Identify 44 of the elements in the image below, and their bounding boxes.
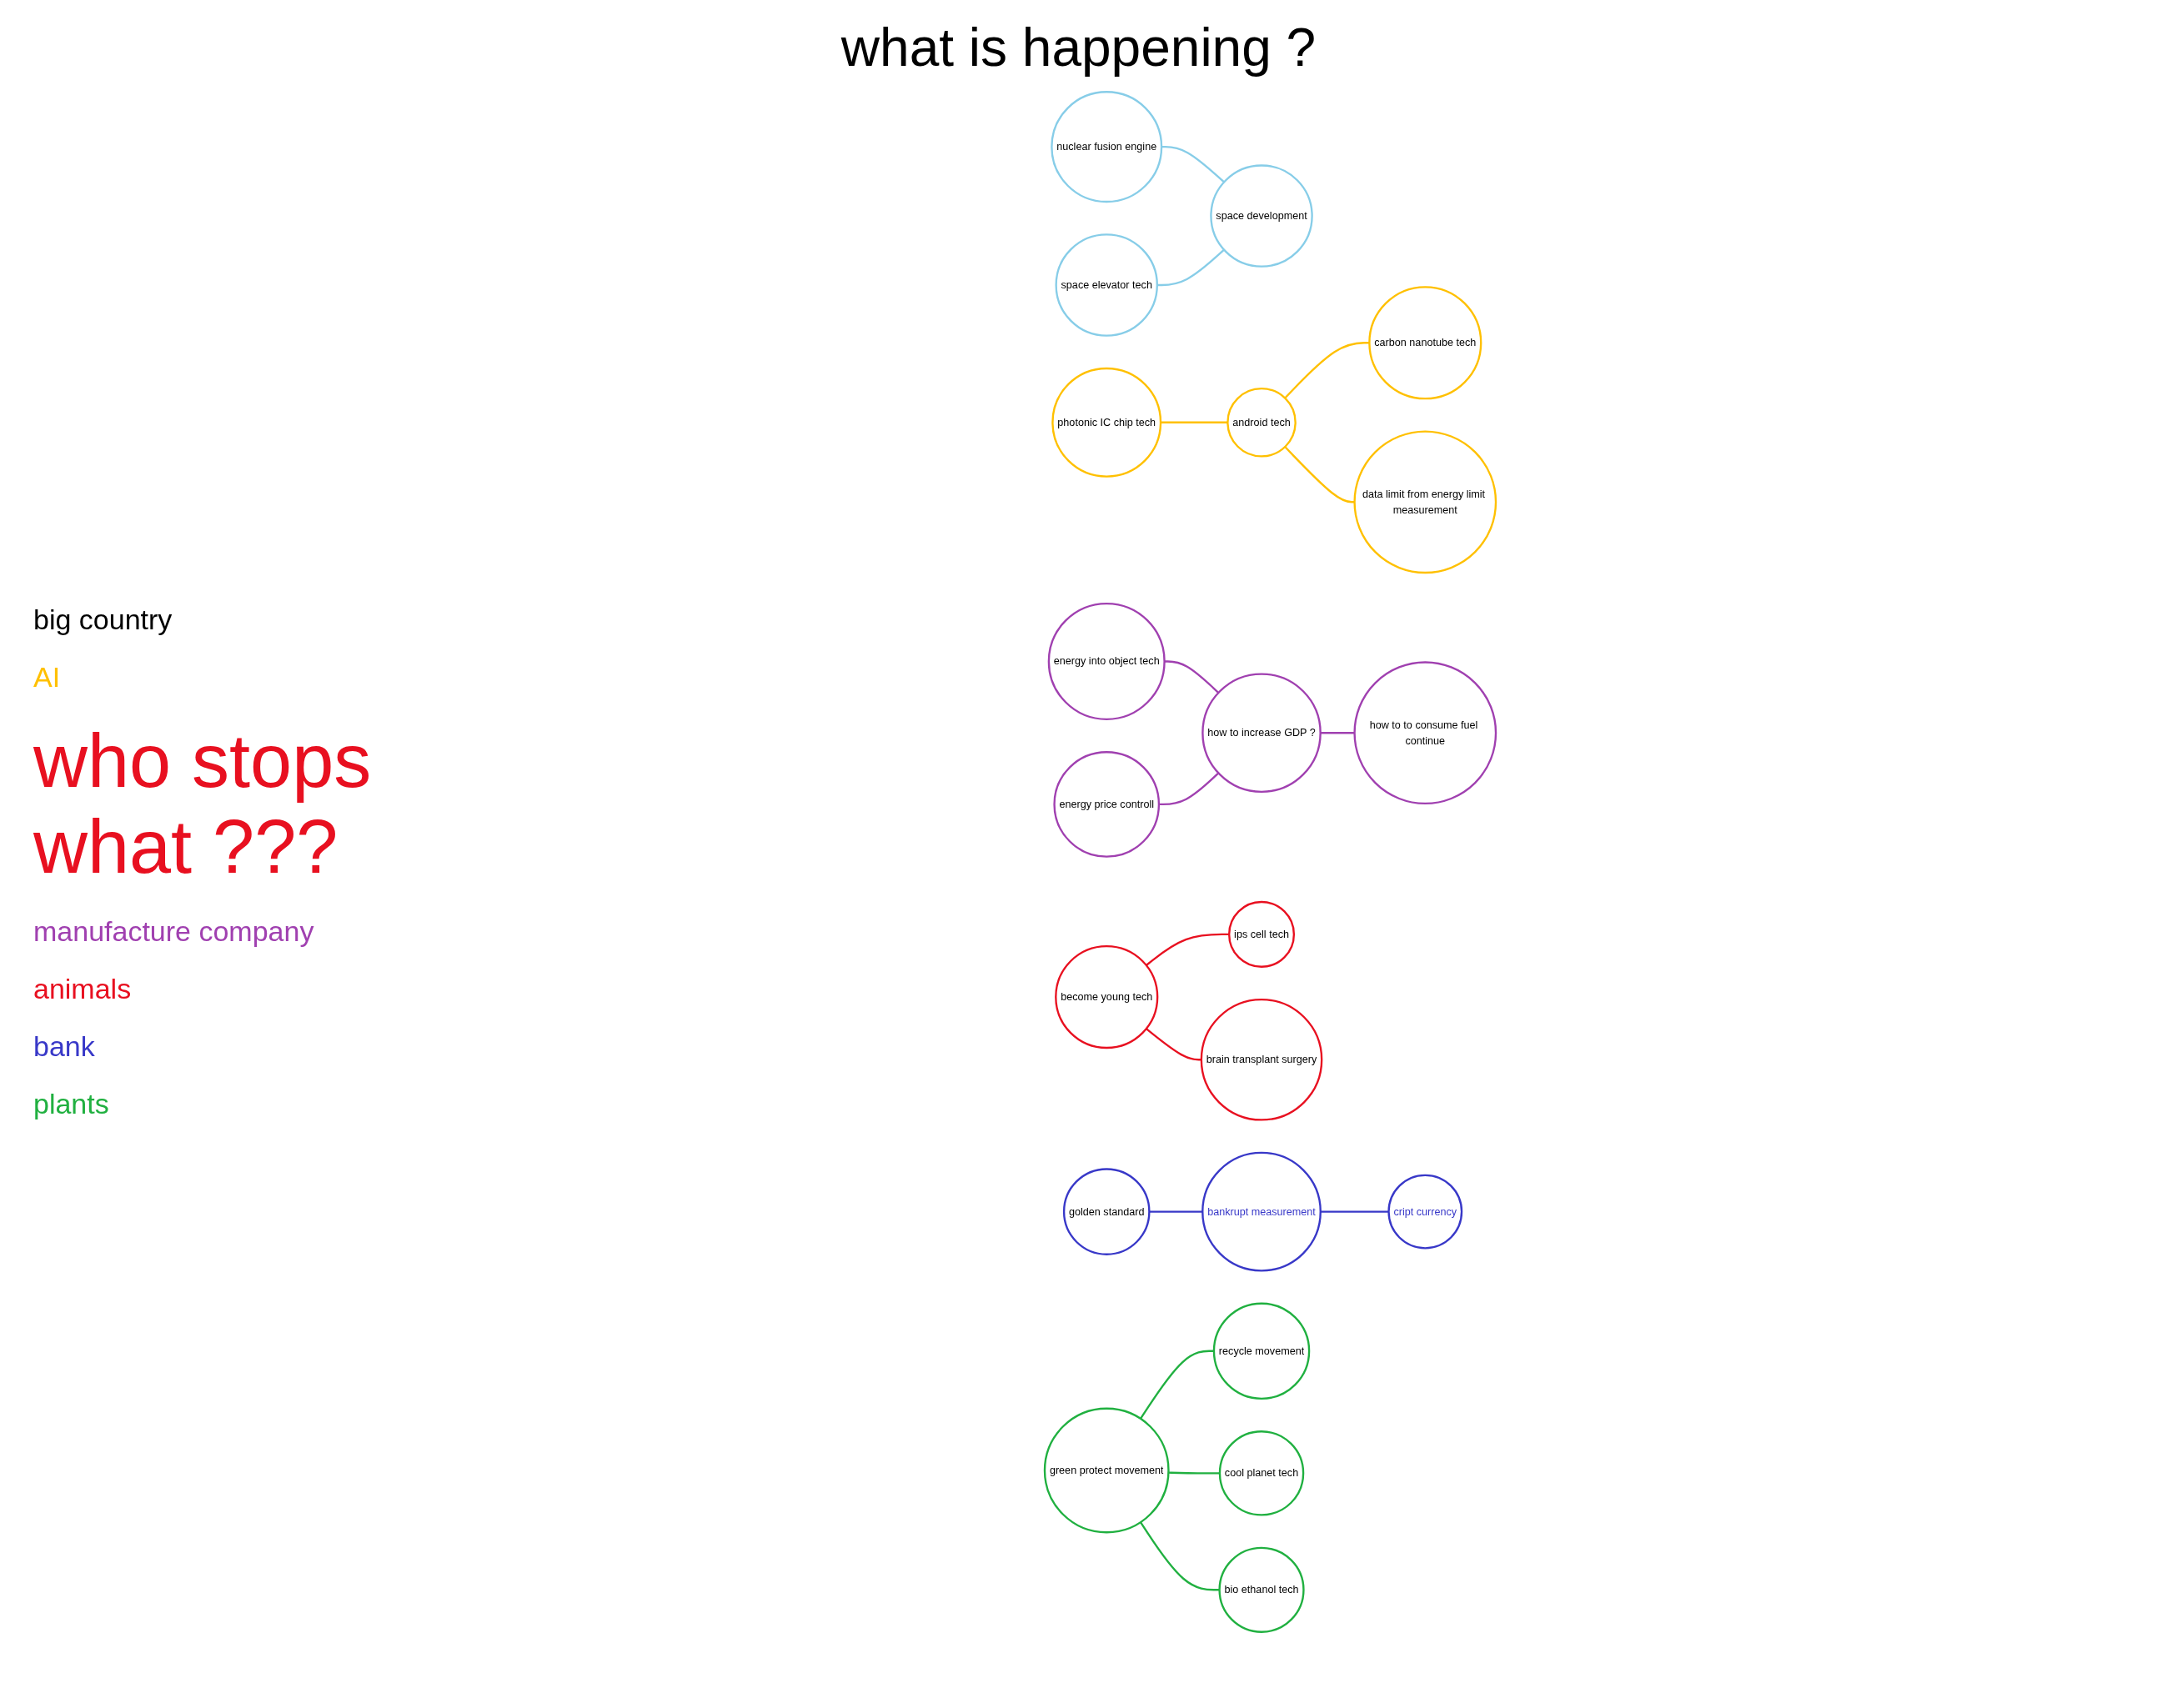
node-circle: cool planet tech: [1218, 1430, 1305, 1516]
node-circle: carbon nanotube tech: [1368, 286, 1482, 400]
node-circle: become young tech: [1055, 944, 1159, 1049]
connector: [1161, 145, 1225, 183]
connector: [1164, 660, 1220, 694]
connector: [1284, 342, 1370, 399]
category-label: animals: [33, 973, 133, 1005]
node-circle: android tech: [1226, 388, 1297, 458]
node-circle: bio ethanol tech: [1218, 1546, 1305, 1633]
node-circle: space development: [1210, 164, 1313, 268]
node-circle: green protect movement: [1043, 1407, 1170, 1534]
connector: [1284, 446, 1355, 503]
node-circle: photonic IC chip tech: [1051, 367, 1162, 478]
connector: [1161, 421, 1228, 423]
node-circle: golden standard: [1062, 1168, 1151, 1255]
connector: [1168, 1471, 1220, 1475]
connector: [1320, 732, 1355, 734]
node-circle: recycle movement: [1212, 1302, 1311, 1400]
node-circle: how to increase GDP ?: [1201, 673, 1322, 793]
node-circle: ips cell tech: [1228, 900, 1296, 968]
category-label: bank: [33, 1030, 96, 1063]
connector: [1156, 248, 1225, 287]
node-circle: energy into object tech: [1047, 602, 1166, 720]
category-label: plants: [33, 1088, 110, 1120]
title: what is happening ?: [840, 17, 1317, 78]
node-circle: nuclear fusion engine: [1051, 91, 1163, 203]
node-circle: cript currency: [1387, 1174, 1463, 1250]
category-label: big country: [33, 604, 173, 636]
connector: [1139, 1521, 1220, 1591]
node-circle: how to to consume fuel continue: [1353, 661, 1497, 805]
central-question: who stops what ???: [33, 719, 373, 890]
node-circle: brain transplant surgery: [1200, 998, 1323, 1121]
connector: [1146, 933, 1230, 966]
connector: [1139, 1350, 1214, 1420]
category-label: AI: [33, 661, 62, 694]
connector: [1146, 1028, 1201, 1061]
node-circle: bankrupt measurement: [1201, 1151, 1322, 1272]
node-circle: energy price controll: [1053, 751, 1161, 858]
node-circle: space elevator tech: [1055, 233, 1158, 337]
connector: [1158, 772, 1220, 806]
category-label: manufacture company: [33, 915, 315, 948]
connector: [1320, 1210, 1389, 1213]
node-circle: data limit from energy limit measurement: [1353, 430, 1497, 574]
connector: [1149, 1210, 1203, 1213]
